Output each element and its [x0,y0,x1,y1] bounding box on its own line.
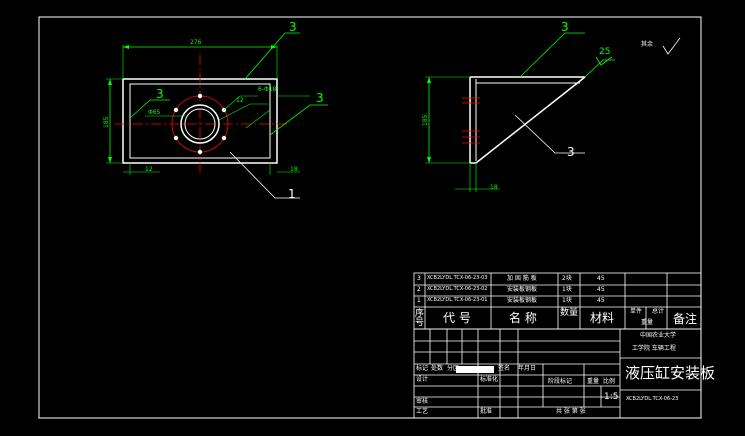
roughness-value: 25 [599,47,611,57]
tb-label-standard: 标准化 [480,376,499,383]
part-number-1: 1 [288,187,296,201]
callout-weld-3-right: 3 [316,91,324,105]
header-code: 代 号 [443,311,471,325]
header-qty: 数量 [560,308,579,318]
side-height-dimension: 185 [422,114,429,126]
bolt-hole [197,149,203,155]
callout-weld-3-left: 3 [156,87,164,101]
school-name: 中国农业大学 [640,332,677,339]
arrowhead [123,45,129,49]
tb-label-weight: 重量 [587,378,600,385]
callout-weld-3-top: 3 [289,20,297,34]
parts-row-code: XCB2LYDL.TCX-06-23-01 [427,297,488,303]
tb-label-stage: 阶段标记 [548,378,573,385]
side-view [425,32,681,192]
parts-row-material: 45 [597,286,605,293]
parts-list-grid [413,272,702,330]
parts-row-material: 45 [597,275,605,282]
department-name: 工学院 车辆工程 [632,345,676,352]
tb-label-designer: 设计 [416,376,429,383]
leader-line [229,151,300,199]
leader-line [218,103,268,121]
part-number-3: 3 [567,145,575,159]
header-unit-weight: 单件 [630,308,643,315]
leader-line [514,114,585,154]
bottom-offset-dim: 12 [145,166,153,173]
leader-line [269,104,328,136]
header-total-weight: 总计 [652,308,665,315]
tb-label-sign: 签名 [498,365,511,372]
arrowhead [427,157,431,163]
tb-label-zone: 分区 [447,365,460,372]
leader-line [244,32,300,80]
parts-row-code: XCB2LYDL.TCX-06-23-02 [427,286,488,292]
scale-value: 1:5 [604,392,619,402]
arrowhead [108,157,112,163]
right-offset-dim: 18 [290,166,298,173]
leader-line [519,32,585,78]
front-height-dimension: 185 [103,116,110,128]
bore-diameter-label: Φ65 [148,109,161,116]
parts-row-name: 安装板钢板 [507,297,538,304]
leader-line [129,99,170,119]
drawing-border [38,16,702,419]
parts-row-name: 加 固 筋 板 [507,275,537,282]
tb-label-date: 年月日 [518,365,537,372]
part-outline [475,76,586,164]
header-name: 名 称 [509,311,537,325]
sheet-count: 共 张 第 张 [556,408,586,415]
central-bore-inner [184,108,216,140]
tb-label-process: 工艺 [416,408,429,415]
tb-label-approve: 批准 [480,408,493,415]
arrowhead [427,77,431,83]
title-block-grid [413,328,702,419]
parts-row-qty: 1块 [562,286,572,293]
weld-marks [462,97,480,144]
parts-row-qty: 1块 [562,297,572,304]
offset-label: 12 [236,97,244,104]
callout-weld-3-side: 3 [561,20,569,34]
central-bore-outer [180,104,220,144]
tb-label-ratio: 比例 [603,378,616,385]
roughness-symbol [595,56,613,66]
bolt-hole [173,107,179,113]
parts-row-code: XCB2LYDL.TCX-06-23-03 [427,275,488,281]
bolt-hole [197,93,203,99]
header-remarks: 备注 [673,312,698,326]
leader-line [223,95,258,111]
foot-dimension: 18 [490,184,498,191]
leader-line [245,109,271,129]
parts-row-material: 45 [597,297,605,304]
drawing-code: XCB2LYDL.TCX-06-23 [626,396,679,402]
arrowhead [108,79,112,85]
general-roughness-label: 其余 [641,41,654,48]
header-index: 序号 [415,309,425,328]
parts-row-name: 安装板钢板 [507,286,538,293]
title-block-filled-cell [456,366,494,373]
parts-row-index: 1 [417,297,421,304]
tb-label-mark: 标记 [416,365,429,372]
tb-label-review: 审核 [416,398,429,405]
header-material: 材料 [590,311,615,325]
leader-line [584,59,615,78]
roughness-symbol [662,37,681,55]
parts-row-index: 3 [417,275,421,282]
arrowhead [271,45,277,49]
tb-label-count: 处数 [431,365,444,372]
bolt-hole [221,135,227,141]
parts-row-index: 2 [417,286,421,293]
bolt-hole [173,135,179,141]
front-view [106,32,328,199]
parts-row-qty: 2块 [562,275,572,282]
hole-diameter-label: 6-Φ18 [258,86,277,93]
front-width-dimension: 276 [190,39,202,46]
drawing-title: 液压缸安装板 [625,364,716,382]
header-weight: 重量 [641,319,654,326]
